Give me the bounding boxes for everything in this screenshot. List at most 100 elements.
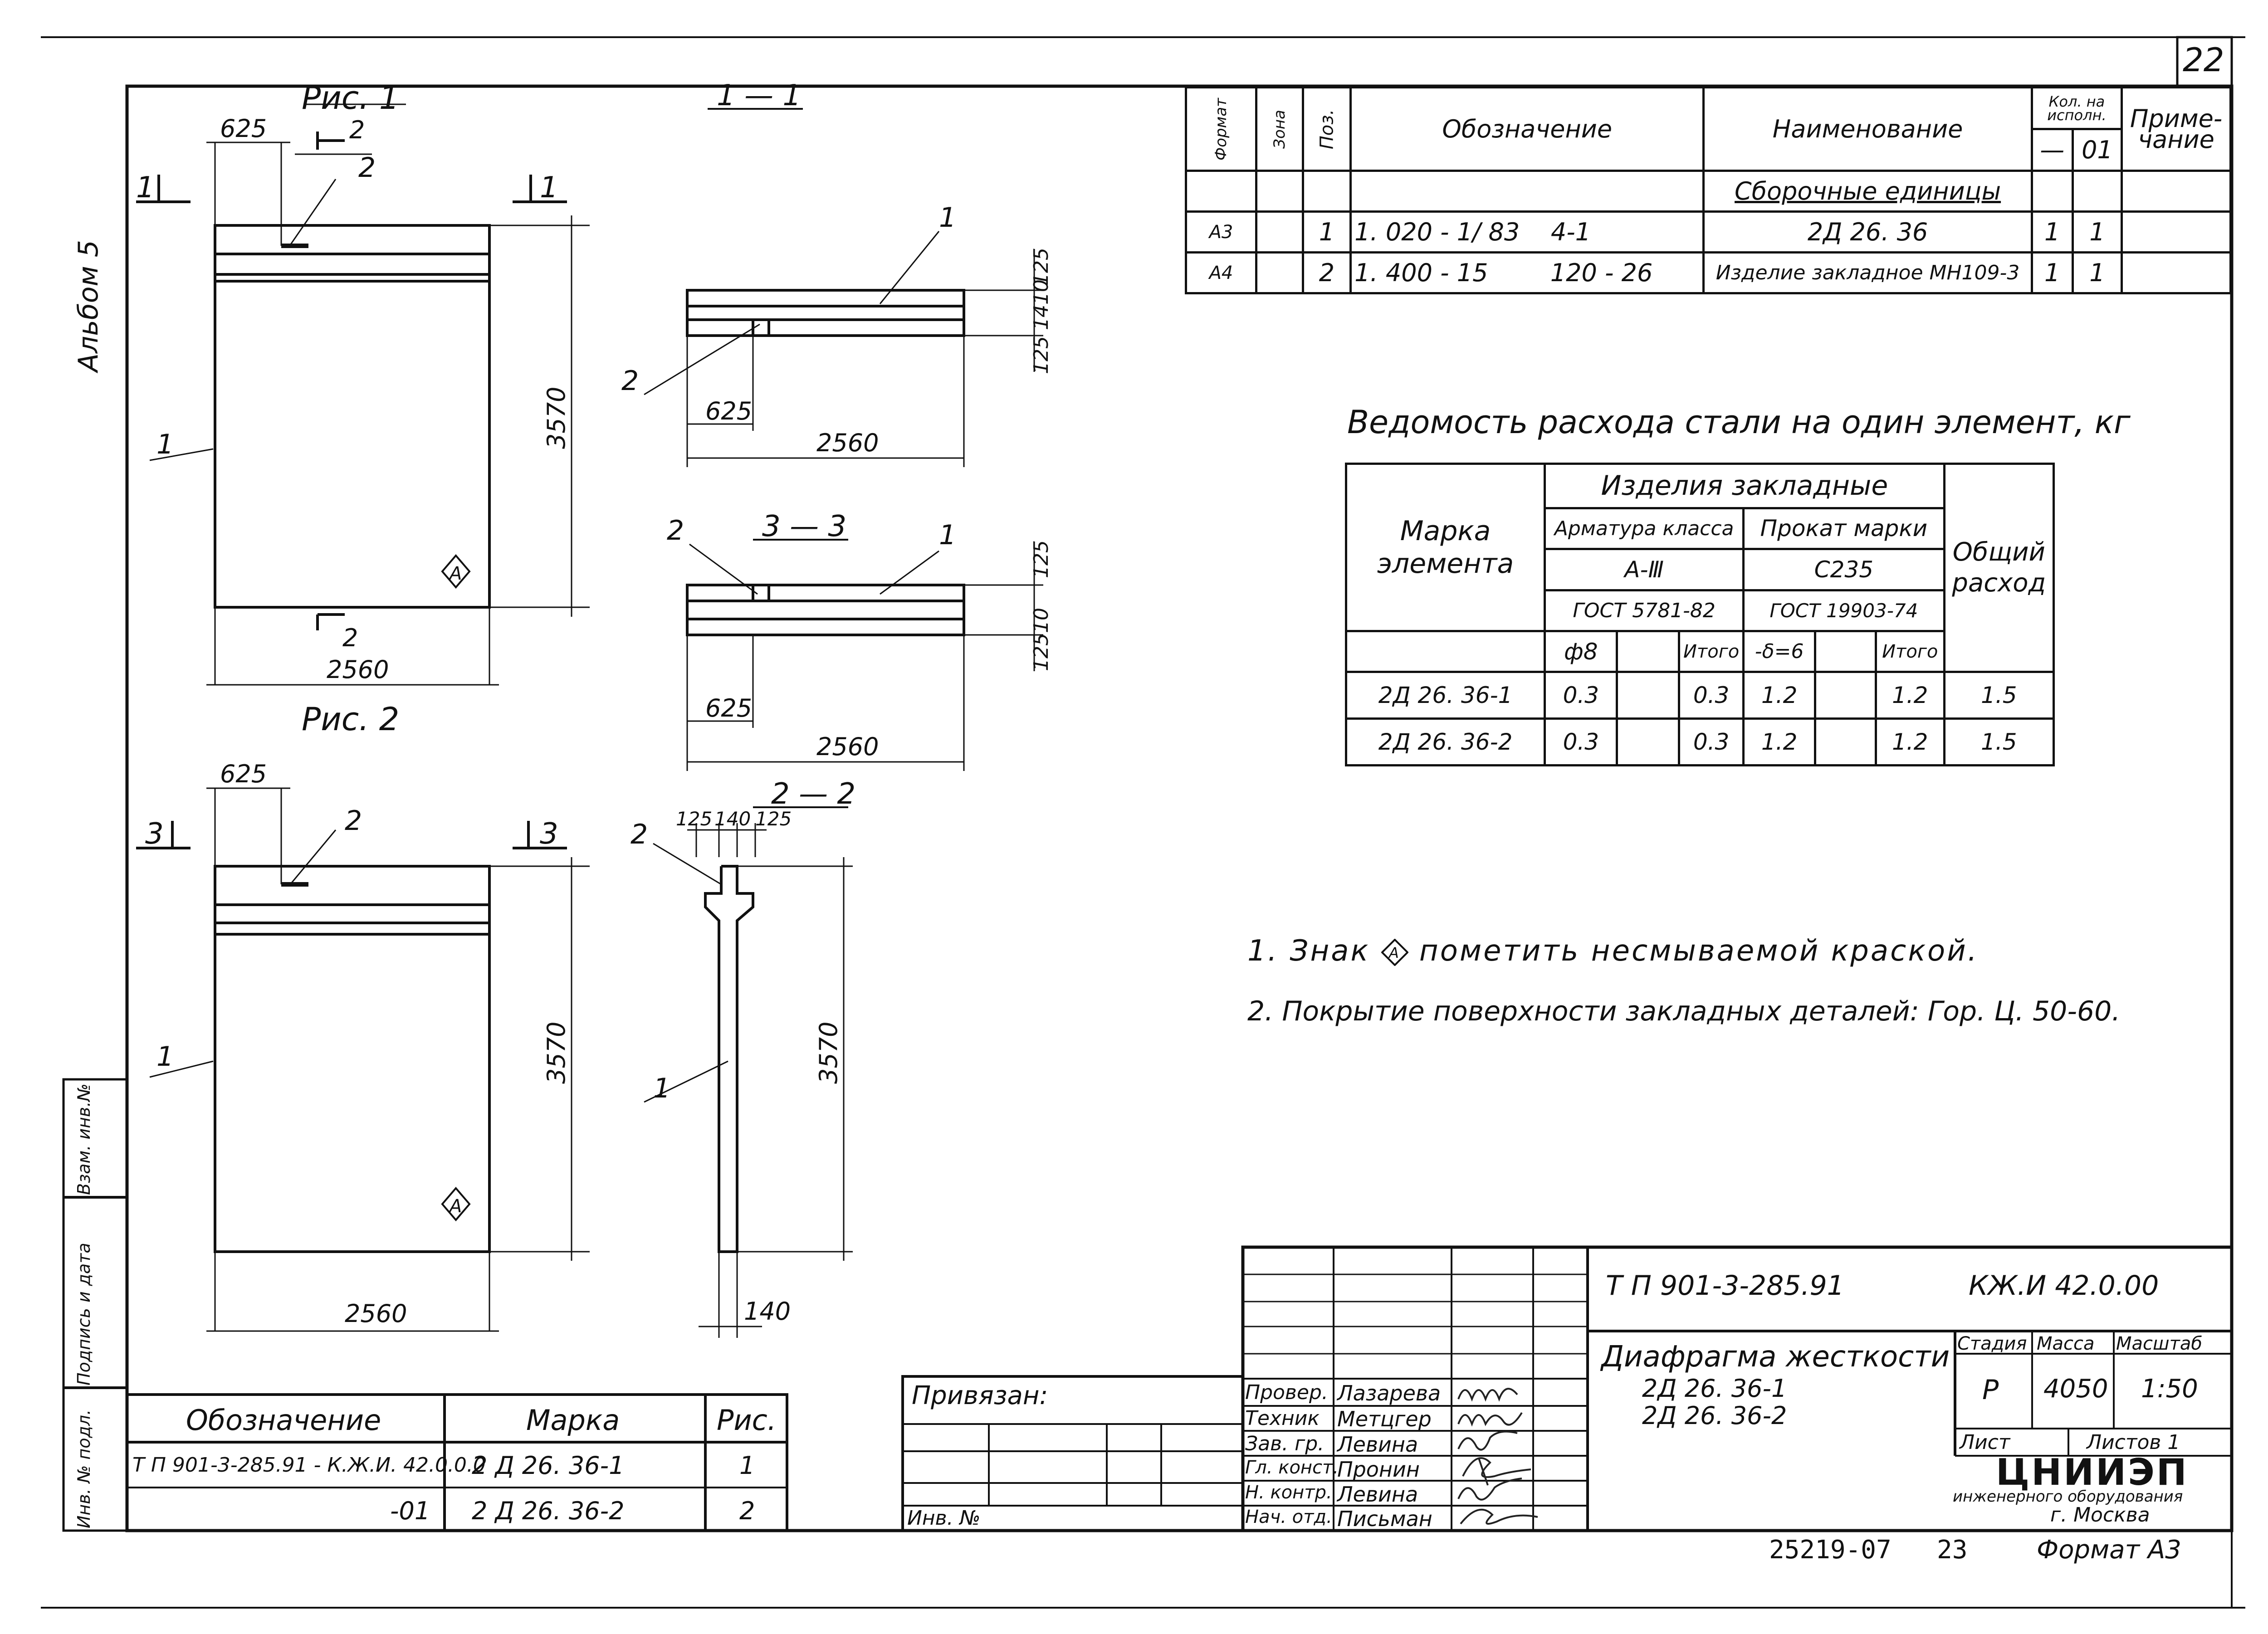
footer-sheet: 23: [1937, 1535, 1968, 1565]
dim-3570-sec22: 3570: [814, 1022, 843, 1084]
tb-org: ЦНИИЭП: [1996, 1451, 2189, 1493]
tb-scale-h: Масштаб: [2116, 1333, 2203, 1354]
dim-140-sec22-bottom: 140: [744, 1297, 791, 1326]
section-1-1-title: 1 — 1: [717, 79, 801, 112]
note-2: 2. Покрытие поверхности закладных детале…: [1247, 995, 2121, 1027]
tb-mass-h: Масса: [2037, 1333, 2095, 1354]
steel-phi: 0.3: [1544, 717, 1618, 766]
steel-h-rolled-gost: ГОСТ 19903-74: [1742, 589, 1945, 632]
dim-625-sec33: 625: [705, 694, 752, 722]
dim-1410-sec11: 1410: [1030, 279, 1053, 330]
cut-3-right: 3: [540, 817, 558, 851]
dim-3570-fig2: 3570: [542, 1022, 571, 1084]
dim-125-sec22-b: 125: [755, 808, 792, 830]
dim-3570-fig1: 3570: [542, 387, 571, 449]
spec-h-name: Наименование: [1702, 86, 2033, 172]
tb-name-4: Пронин: [1337, 1457, 1420, 1482]
mark-h-fig: Рис.: [717, 1404, 777, 1437]
tb-title-3: 2Д 26. 36-2: [1642, 1401, 1787, 1430]
steel-itogo: 0.3: [1678, 671, 1745, 720]
steel-title: Ведомость расхода стали на один элемент,…: [1347, 404, 2131, 441]
cut-1-left: 1: [136, 171, 155, 205]
spec-h-designation: Обозначение: [1349, 86, 1705, 172]
mark-desig-2: -01: [390, 1497, 430, 1525]
vzam-label: Взам. инв.№: [74, 1083, 94, 1195]
privyazan-inv: Инв. №: [907, 1507, 981, 1530]
mark-mark-1: 2 Д 26. 36-1: [472, 1451, 625, 1480]
dim-2560-fig2: 2560: [345, 1299, 407, 1328]
tb-role-2: Техник: [1245, 1407, 1320, 1430]
mark-mark-2: 2 Д 26. 36-2: [472, 1497, 625, 1525]
tb-stage-h: Стадия: [1957, 1333, 2027, 1354]
steel-row: 2Д 26. 36-1 0.3 0.3 1.2 1.2 1.5: [1344, 671, 2055, 720]
steel-h-itogo2: Итого: [1874, 629, 1945, 673]
steel-mark: 2Д 26. 36-1: [1344, 671, 1546, 720]
tb-role-4: Гл. конст.: [1245, 1457, 1339, 1478]
steel-itogo2: 1.2: [1874, 671, 1945, 720]
spec-designation: 1. 020 - 1/ 83 4-1: [1349, 210, 1705, 254]
dim-625-fig2: 625: [220, 760, 267, 788]
dim-12510-sec33: 12510: [1030, 608, 1053, 671]
cut-3-left: 3: [145, 817, 164, 851]
dim-125-sec11-b: 125: [1030, 336, 1053, 374]
footer-number: 25219-07: [1769, 1535, 1892, 1565]
pos-1-fig1: 1: [156, 429, 174, 460]
tb-role-3: Зав. гр.: [1245, 1432, 1325, 1455]
dim-2560-sec33: 2560: [816, 732, 879, 761]
steel-h-delta: -δ=6: [1742, 629, 1817, 673]
mark-h-desig: Обозначение: [186, 1404, 381, 1437]
mark-fig-1: 1: [739, 1451, 755, 1480]
tb-sheet-h: Лист: [1960, 1431, 2010, 1454]
steel-h-parts: Изделия закладные: [1544, 463, 1945, 509]
pos-1-sec11: 1: [939, 202, 956, 234]
mark-desig-1: Т П 901-3-285.91 - К.Ж.И. 42.0.0.0: [132, 1454, 486, 1477]
steel-phi: 0.3: [1544, 671, 1618, 720]
spec-h-qty-b: 01: [2071, 128, 2123, 172]
steel-h-rolled: Прокат марки: [1742, 507, 1945, 551]
spec-section: Сборочные единицы: [1702, 170, 2033, 213]
spec-q1: 1: [2030, 210, 2074, 254]
pos-2-sec22: 2: [631, 819, 648, 850]
album-label: Альбом 5: [73, 240, 104, 374]
dim-125-sec33: 125: [1030, 540, 1053, 578]
spec-pos: 1: [1301, 210, 1352, 254]
pos-1-sec22: 1: [653, 1073, 670, 1104]
pos-2-fig2: 2: [345, 805, 362, 837]
dim-2560-fig1: 2560: [327, 655, 389, 684]
spec-designation: 1. 400 - 15 120 - 26: [1349, 251, 1705, 294]
tb-name-1: Лазарева: [1337, 1381, 1441, 1405]
privyazan-label: Привязан:: [912, 1381, 1048, 1410]
steel-total: 1.5: [1943, 671, 2055, 720]
pos-1-sec33: 1: [939, 519, 956, 551]
tb-org-3: г. Москва: [2050, 1503, 2150, 1527]
tb-name-2: Метцгер: [1337, 1407, 1432, 1431]
spec-row: А3 1 1. 020 - 1/ 83 4-1 2Д 26. 36 1 1: [1185, 210, 2232, 254]
spec-table: Формат Зона Поз. Обозначение Наименовани…: [1185, 86, 2232, 294]
spec-format: А3: [1185, 210, 1257, 254]
fig2-title: Рис. 2: [302, 701, 399, 738]
steel-total: 1.5: [1943, 717, 2055, 766]
dim-125-sec22-a: 125: [676, 808, 712, 830]
steel-h-itogo: Итого: [1678, 629, 1745, 673]
tb-role-5: Н. контр.: [1245, 1482, 1332, 1503]
marker-a-fig1: A: [448, 563, 462, 584]
dim-140-sec22: 140: [714, 808, 751, 830]
steel-row: 2Д 26. 36-2 0.3 0.3 1.2 1.2 1.5: [1344, 717, 2055, 766]
steel-delta: 1.2: [1742, 671, 1817, 720]
tb-name-3: Левина: [1337, 1432, 1418, 1457]
steel-itogo: 0.3: [1678, 717, 1745, 766]
spec-h-zone: Зона: [1255, 86, 1304, 172]
spec-name: Изделие закладное МН109-3: [1702, 251, 2033, 294]
pos-1-fig2: 1: [156, 1041, 174, 1073]
tb-scale: 1:50: [2141, 1374, 2198, 1404]
steel-itogo2: 1.2: [1874, 717, 1945, 766]
steel-h-rebar-cls: А-Ⅲ: [1544, 548, 1745, 591]
tb-mass: 4050: [2043, 1374, 2108, 1404]
spec-h-qty: Кол. на исполн.: [2030, 86, 2123, 130]
tb-role-6: Нач. отд.: [1245, 1507, 1332, 1527]
mark-fig-2: 2: [739, 1497, 755, 1525]
podpis-label: Подпись и дата: [74, 1243, 94, 1385]
steel-h-mark: Марка элемента: [1344, 463, 1546, 632]
dim-625-fig1: 625: [220, 114, 267, 143]
